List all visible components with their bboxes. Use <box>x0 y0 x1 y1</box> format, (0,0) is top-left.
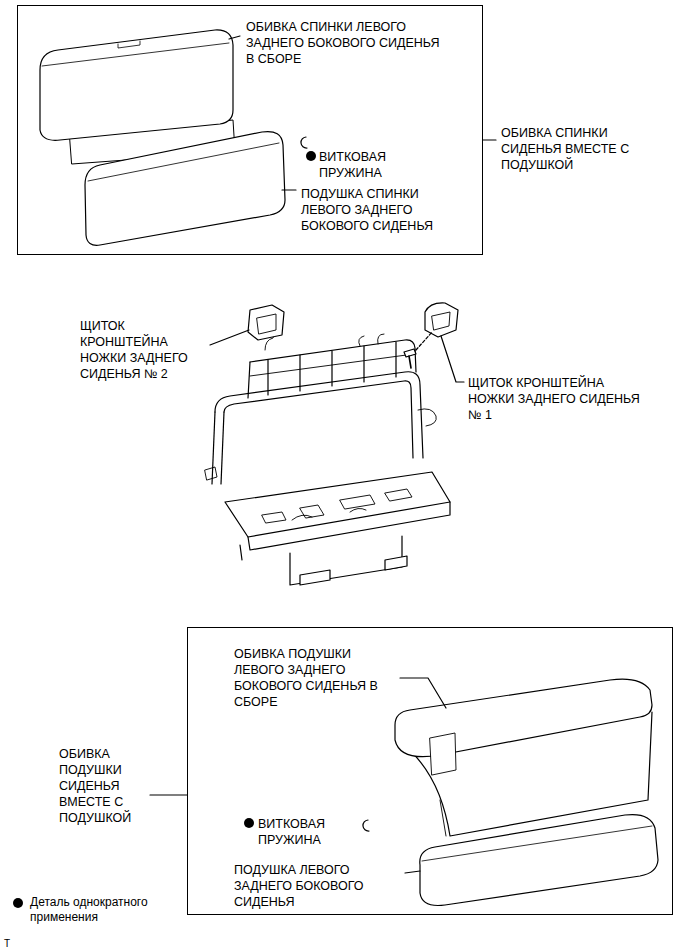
single-use-dot <box>244 818 254 828</box>
part-label: ВИТКОВАЯ ПРУЖИНА <box>258 816 338 848</box>
legend-text: Деталь однократного применения <box>30 895 148 924</box>
leader-line <box>405 871 420 873</box>
seatback-pad <box>85 132 285 246</box>
part-label: ЩИТОК КРОНШТЕЙНА НОЖКИ ЗАДНЕГО СИДЕНЬЯ №… <box>468 375 640 423</box>
coil-spring <box>301 137 307 148</box>
seat-frame <box>205 330 450 585</box>
single-use-dot <box>306 151 316 161</box>
group-heading: ОБИВКА ПОДУШКИ СИДЕНЬЯ ВМЕСТЕ С ПОДУШКОЙ <box>59 746 147 826</box>
assembly-panel: ОБИВКА СПИНКИ СИДЕНЬЯ ВМЕСТЕ С ПОДУШКОЙО… <box>17 5 483 255</box>
leader-line <box>400 678 446 708</box>
leader-line <box>210 330 249 345</box>
part-label: ОБИВКА ПОДУШКИ ЛЕВОГО ЗАДНЕГО БОКОВОГО С… <box>234 646 386 710</box>
figure-mark: T <box>4 936 24 952</box>
part-label: ОБИВКА СПИНКИ ЛЕВОГО ЗАДНЕГО БОКОВОГО СИ… <box>246 19 446 67</box>
cushion-pad <box>420 815 658 906</box>
legend-dot <box>13 898 23 908</box>
part-label: ПОДУШКА СПИНКИ ЛЕВОГО ЗАДНЕГО БОКОВОГО С… <box>301 186 469 234</box>
legend-entry: Деталь однократного применения <box>30 895 170 925</box>
part-label: ЩИТОК КРОНШТЕЙНА НОЖКИ ЗАДНЕГО СИДЕНЬЯ №… <box>80 318 205 382</box>
part-label: ПОДУШКА ЛЕВОГО ЗАДНЕГО БОКОВОГО СИДЕНЬЯ <box>234 862 396 910</box>
assembly-panel: ОБИВКА ПОДУШКИ СИДЕНЬЯ ВМЕСТЕ С ПОДУШКОЙ… <box>187 627 673 915</box>
screw <box>404 332 432 368</box>
leader-line <box>441 336 464 382</box>
group-heading: ОБИВКА СПИНКИ СИДЕНЬЯ ВМЕСТЕ С ПОДУШКОЙ <box>501 125 641 173</box>
leader-line <box>282 189 296 190</box>
part-label: ВИТКОВАЯ ПРУЖИНА <box>319 149 399 181</box>
leader-line <box>229 36 240 39</box>
coil-spring <box>363 820 369 831</box>
bracket-cover-2 <box>248 305 284 340</box>
bracket-cover-1 <box>425 303 458 337</box>
leader-line <box>150 794 187 795</box>
cushion-cover <box>395 679 652 836</box>
leader-line <box>483 139 496 140</box>
